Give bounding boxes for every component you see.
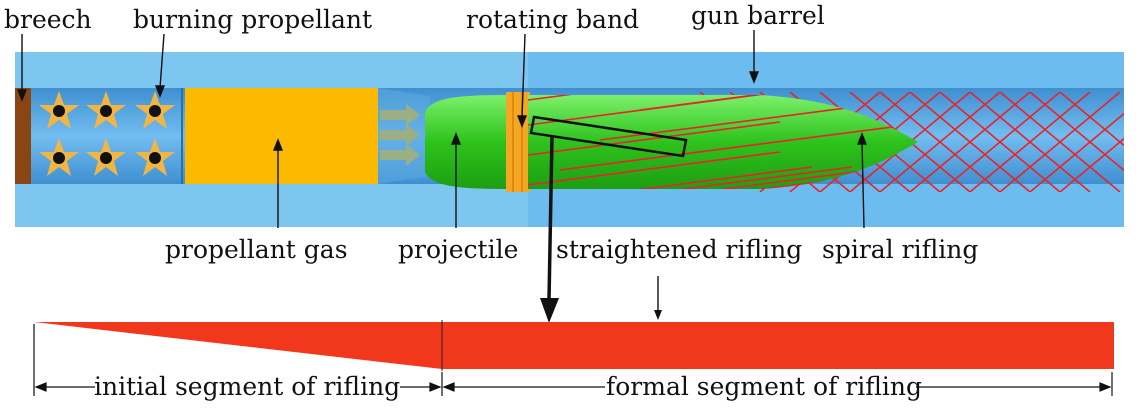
projectile-body — [425, 95, 512, 189]
label-propellant-gas: propellant gas — [165, 235, 348, 264]
star-burst-icon — [39, 138, 79, 176]
label-straightened-rifling: straightened rifling — [556, 235, 802, 264]
star-burst-icon — [39, 91, 79, 129]
burning-propellant-stars — [39, 91, 175, 176]
label-pointers — [16, 30, 868, 229]
double-arrow-icon — [1099, 382, 1112, 392]
dimension-lines — [33, 324, 1113, 396]
label-gun-barrel: gun barrel — [691, 1, 825, 30]
rifling-highlight-box — [529, 115, 688, 158]
label-rotating-band: rotating band — [466, 5, 639, 34]
label-initial-segment: initial segment of rifling — [94, 372, 400, 401]
double-arrow-icon — [34, 382, 47, 392]
straighten-arrow-shaft — [547, 135, 554, 301]
label-spiral-rifling: spiral rifling — [822, 235, 978, 264]
star-burst-icon — [86, 138, 126, 176]
star-burst-icon — [135, 138, 175, 176]
label-burning-propellant: burning propellant — [133, 5, 372, 34]
formal-segment-bar — [442, 322, 1114, 369]
initial-segment-wedge — [34, 322, 442, 369]
label-projectile: projectile — [398, 235, 518, 264]
forcing-cone — [378, 88, 430, 184]
arrow-icon — [654, 310, 662, 320]
double-arrow-icon — [429, 382, 442, 392]
star-burst-icon — [86, 91, 126, 129]
label-formal-segment: formal segment of rifling — [606, 372, 922, 401]
propellant-gas-block — [185, 88, 378, 184]
star-burst-icon — [135, 91, 175, 129]
double-arrow-icon — [442, 382, 455, 392]
breech-block — [15, 88, 31, 184]
rotating-band — [506, 92, 530, 192]
projectile-ogive — [528, 95, 918, 189]
label-breech: breech — [4, 5, 92, 34]
arrow-icon — [540, 298, 559, 323]
